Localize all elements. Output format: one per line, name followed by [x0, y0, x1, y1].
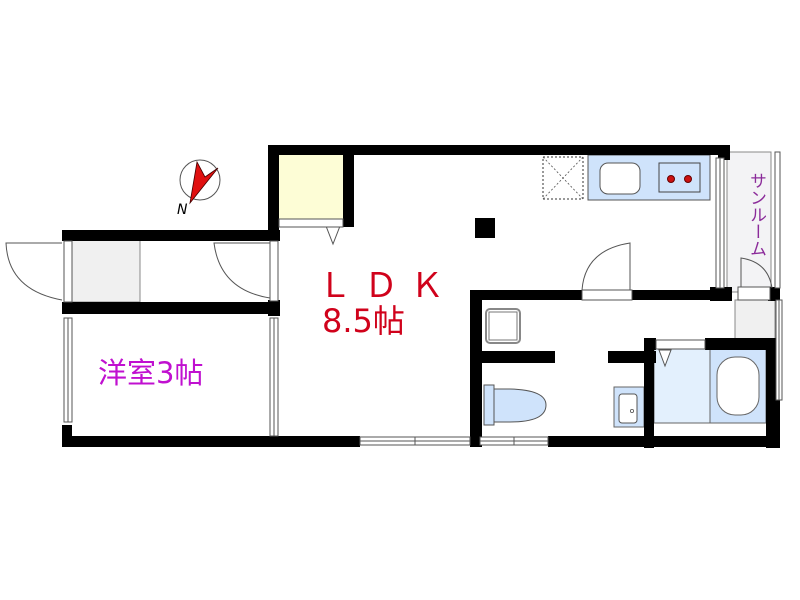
stove-icon: [658, 162, 701, 193]
ldk-size-label: 8.5帖: [322, 302, 405, 340]
sunroom-label: サンルーム: [746, 172, 766, 257]
western-room-label: 洋室3帖: [98, 356, 204, 390]
corridor-door-icon: [213, 242, 271, 299]
entry-closet: [71, 239, 141, 303]
toilet-icon: [483, 384, 547, 426]
north-label: N: [177, 202, 188, 218]
doors: [5, 218, 773, 368]
compass-icon: [179, 159, 221, 205]
washbasin-icon: [618, 393, 638, 424]
sunroom-step: [734, 299, 776, 341]
walls: [62, 145, 780, 448]
bath-door-icon: [581, 242, 631, 291]
storage-closet: [279, 155, 343, 219]
entrance-door-icon: [5, 242, 63, 301]
ldk-label: ＬＤＫ: [318, 266, 456, 306]
sunroom-door-icon: [740, 257, 773, 289]
kitchen-sink-icon: [599, 162, 641, 195]
bathtub-icon: [716, 356, 760, 416]
windows: [63, 151, 783, 446]
